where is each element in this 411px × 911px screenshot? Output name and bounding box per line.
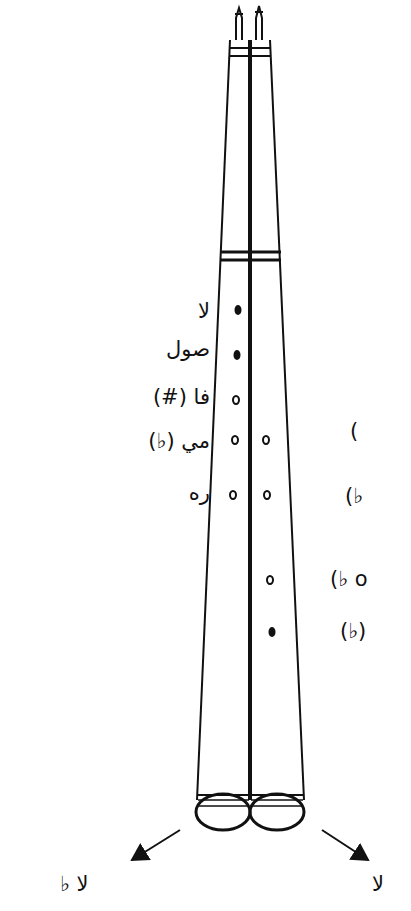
note-label: مي (♭) (148, 430, 210, 453)
note-label: فا (#) (153, 386, 210, 409)
note-label: ( (350, 420, 358, 443)
pipe-tuning-label: لا ♭ (60, 873, 89, 896)
note-label: (♭ (345, 485, 363, 508)
open-holes (230, 396, 273, 584)
note-label: ره (189, 482, 210, 505)
finger-holes (234, 305, 276, 637)
note-label: (♭) (340, 620, 366, 643)
pipes (196, 6, 304, 830)
note-label: (♭ o (330, 568, 368, 591)
pipe-tuning-label: لا (372, 873, 384, 896)
pointer-arrows (132, 830, 368, 860)
note-label: صول (166, 338, 210, 361)
note-label: لا (198, 300, 210, 323)
